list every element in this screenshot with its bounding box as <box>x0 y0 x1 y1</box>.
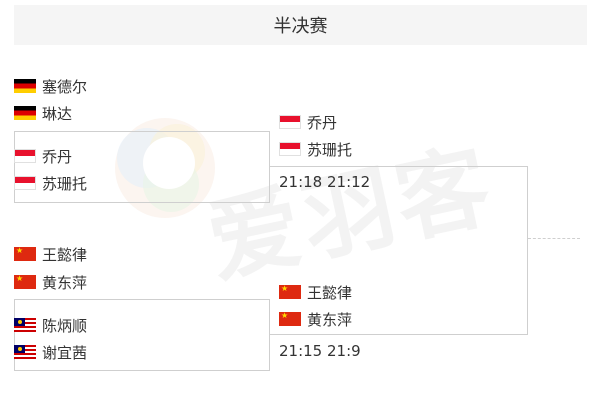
indonesia-flag-icon <box>14 176 36 190</box>
player-name: 王懿律 <box>307 283 353 302</box>
finalist-2-player-2: 黄东萍 <box>279 308 352 330</box>
bracket-line-top <box>270 166 528 167</box>
germany-flag-icon <box>14 79 36 93</box>
china-flag-icon <box>279 285 301 299</box>
player-name: 黄东萍 <box>42 273 88 292</box>
player-name: 琳达 <box>42 104 73 123</box>
player-name: 乔丹 <box>307 113 338 132</box>
malaysia-flag-icon <box>14 318 36 332</box>
player-name: 陈炳顺 <box>42 316 88 335</box>
semifinal-1-team-top-player-2: 琳达 <box>14 102 72 124</box>
player-name: 塞德尔 <box>42 77 88 96</box>
semifinal-2-team-bottom-player-1: 陈炳顺 <box>14 314 87 336</box>
semifinal-1-team-bottom-player-2: 苏珊托 <box>14 172 87 194</box>
semifinal-2-bottom-box <box>14 299 270 371</box>
semifinal-1-team-top-player-1: 塞德尔 <box>14 75 87 97</box>
semifinal-1-score: 21:18 21:12 <box>279 173 371 191</box>
indonesia-flag-icon <box>14 149 36 163</box>
germany-flag-icon <box>14 106 36 120</box>
round-title: 半决赛 <box>273 16 328 37</box>
china-flag-icon <box>279 312 301 326</box>
bracket-line-to-final <box>528 238 580 239</box>
semifinal-2-team-top-player-1: 王懿律 <box>14 243 87 265</box>
bracket-line-vertical <box>527 166 528 335</box>
semifinal-2-score: 21:15 21:9 <box>279 342 361 360</box>
semifinal-1-winner-box <box>14 131 270 203</box>
china-flag-icon <box>14 275 36 289</box>
china-flag-icon <box>14 247 36 261</box>
finalist-1-player-1: 乔丹 <box>279 111 337 133</box>
finalist-2-player-1: 王懿律 <box>279 281 352 303</box>
player-name: 苏珊托 <box>307 140 353 159</box>
malaysia-flag-icon <box>14 345 36 359</box>
player-name: 黄东萍 <box>307 310 353 329</box>
finalist-1-player-2: 苏珊托 <box>279 138 352 160</box>
player-name: 乔丹 <box>42 147 73 166</box>
indonesia-flag-icon <box>279 142 301 156</box>
bracket-line-bottom <box>270 334 528 335</box>
player-name: 谢宜茜 <box>42 343 88 362</box>
player-name: 苏珊托 <box>42 174 88 193</box>
semifinal-2-team-bottom-player-2: 谢宜茜 <box>14 341 87 363</box>
indonesia-flag-icon <box>279 115 301 129</box>
player-name: 王懿律 <box>42 245 88 264</box>
round-header: 半决赛 <box>14 5 587 45</box>
semifinal-2-team-top-player-2: 黄东萍 <box>14 271 87 293</box>
semifinal-1-team-bottom-player-1: 乔丹 <box>14 145 72 167</box>
